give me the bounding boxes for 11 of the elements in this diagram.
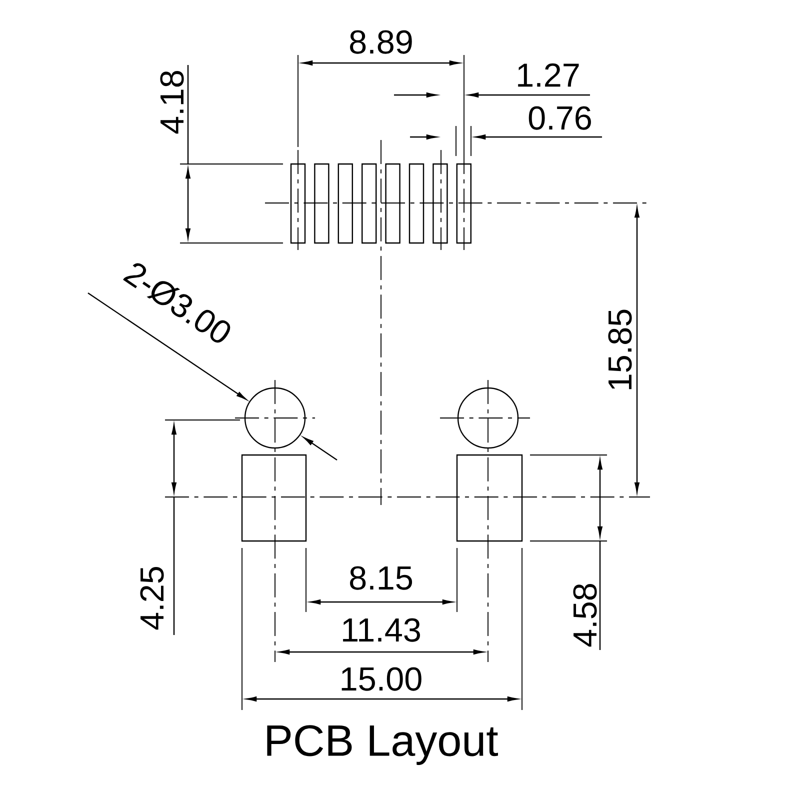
dimension-text: 0.76 [528, 106, 591, 130]
dimension-text: 4.25 [140, 566, 164, 630]
dimension-text: 8.15 [350, 566, 412, 590]
dimension-text: 4.58 [573, 584, 597, 647]
dimension-text: 8.89 [350, 30, 412, 54]
dimension-text: 15.00 [342, 667, 422, 691]
caption: PCB Layout [267, 725, 498, 765]
dimension-text: 4.18 [160, 71, 184, 134]
dimension-text: 15.85 [608, 310, 632, 390]
dimension-text: 11.43 [343, 618, 420, 642]
dimension-text: 1.27 [518, 63, 579, 87]
